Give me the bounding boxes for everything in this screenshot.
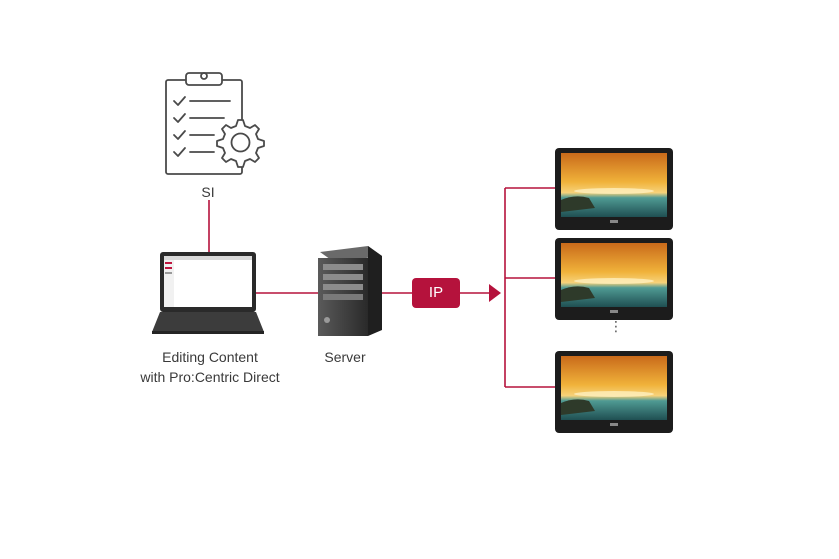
ip-badge: IP — [412, 278, 460, 308]
display-3 — [555, 351, 673, 433]
gear-icon — [216, 119, 265, 168]
server-tower-icon — [318, 246, 382, 336]
editing-content-label: Editing Content with Pro:Centric Direct — [110, 347, 310, 387]
display-2 — [555, 238, 673, 320]
si-label: SI — [201, 184, 215, 200]
editing-label-line-1: Editing Content — [162, 349, 258, 365]
checklist-clipboard-with-gear-icon — [165, 72, 265, 175]
connector-lines — [208, 187, 555, 388]
laptop-icon — [152, 252, 264, 334]
arrow-head — [489, 284, 501, 302]
editing-label-line-2: with Pro:Centric Direct — [140, 369, 280, 385]
server-label: Server — [324, 349, 366, 365]
more-displays-ellipsis: ⋮ — [609, 318, 623, 334]
display-1 — [555, 148, 673, 230]
